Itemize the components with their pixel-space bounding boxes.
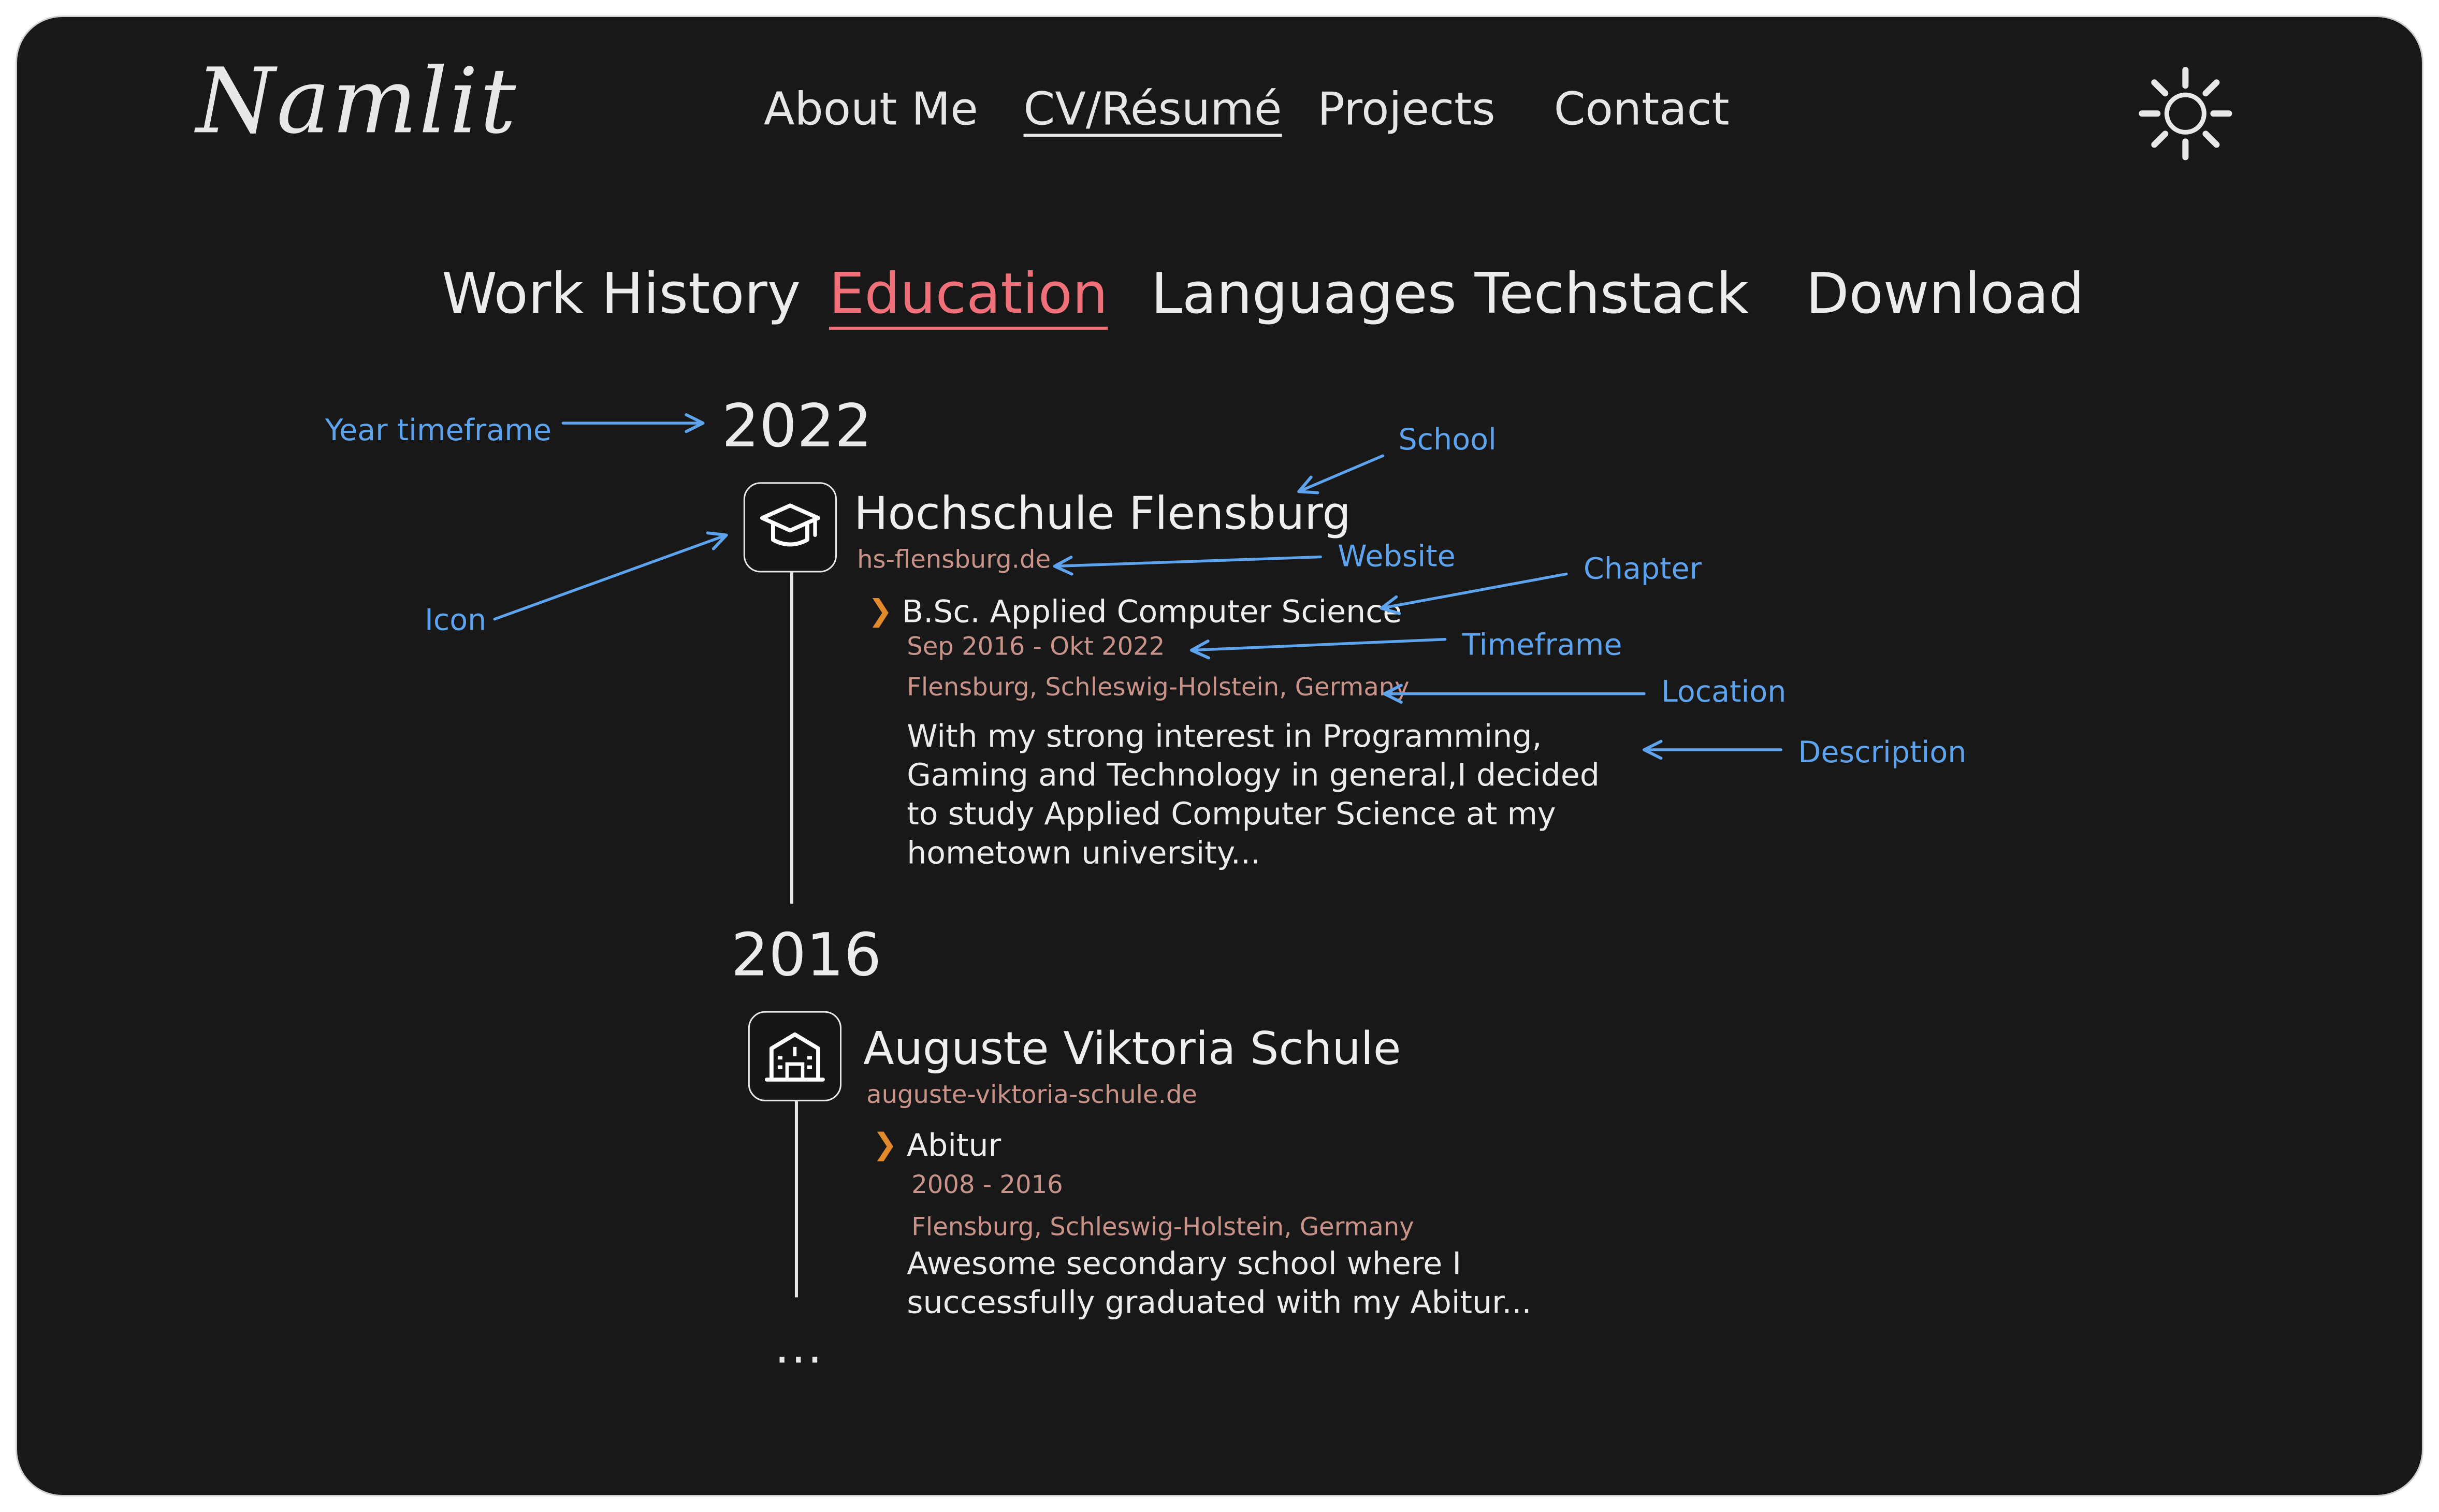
school-website-link[interactable]: hs-flensburg.de: [857, 544, 1051, 574]
timeline-year: 2022: [721, 392, 873, 461]
chapter-timeframe: 2008 - 2016: [911, 1170, 1063, 1200]
entry-icon-box: [743, 482, 837, 573]
sun-icon: [2139, 67, 2232, 161]
tab-techstack[interactable]: Techstack: [1474, 263, 1749, 327]
annotation-location: Location: [1661, 675, 1787, 709]
annotation-year-timeframe: Year timeframe: [325, 414, 551, 448]
chapter-timeframe: Sep 2016 - Okt 2022: [907, 631, 1165, 661]
annotation-chapter: Chapter: [1583, 552, 1702, 587]
chapter-location: Flensburg, Schleswig-Holstein, Germany: [911, 1212, 1414, 1242]
chapter-description: With my strong interest in Programming, …: [907, 717, 1600, 871]
chapter-title: B.Sc. Applied Computer Science: [902, 592, 1402, 630]
nav-projects[interactable]: Projects: [1317, 82, 1496, 136]
tab-education[interactable]: Education: [829, 263, 1108, 327]
app-frame: [16, 16, 2423, 1496]
tab-download[interactable]: Download: [1806, 263, 2084, 327]
chapter-title: Abitur: [906, 1126, 1001, 1164]
graduation-cap-icon: [760, 503, 820, 547]
timeline-connector: [794, 1101, 798, 1298]
school-website-link[interactable]: auguste-viktoria-schule.de: [866, 1079, 1197, 1109]
school-building-icon: [764, 1032, 825, 1082]
site-logo[interactable]: Namlit: [196, 48, 518, 154]
chevron-right-icon: ❯: [868, 593, 893, 628]
tab-work-history[interactable]: Work History: [442, 263, 801, 327]
chapter-row[interactable]: ❯ B.Sc. Applied Computer Science: [868, 596, 1402, 627]
timeline-connector: [790, 572, 793, 904]
theme-toggle-button[interactable]: [2134, 62, 2237, 165]
chapter-description: Awesome secondary school where I success…: [907, 1244, 1532, 1321]
annotation-school: School: [1398, 423, 1497, 458]
chapter-row[interactable]: ❯ Abitur: [873, 1129, 1001, 1160]
school-name: Hochschule Flensburg: [854, 487, 1351, 540]
timeline-year: 2016: [731, 921, 882, 990]
annotation-website: Website: [1338, 540, 1456, 574]
chevron-right-icon: ❯: [873, 1127, 897, 1161]
entry-icon-box: [748, 1011, 842, 1101]
nav-about-me[interactable]: About Me: [763, 82, 978, 136]
tab-languages[interactable]: Languages: [1151, 263, 1457, 327]
chapter-location: Flensburg, Schleswig-Holstein, Germany: [907, 672, 1410, 702]
annotation-description: Description: [1798, 735, 1967, 770]
annotation-timeframe: Timeframe: [1462, 628, 1622, 663]
more-entries-ellipsis: ...: [774, 1320, 824, 1375]
school-name: Auguste Viktoria Schule: [863, 1022, 1401, 1075]
nav-cv-resume[interactable]: CV/Résumé: [1023, 82, 1282, 136]
annotation-icon: Icon: [425, 603, 487, 638]
nav-contact[interactable]: Contact: [1554, 82, 1730, 136]
